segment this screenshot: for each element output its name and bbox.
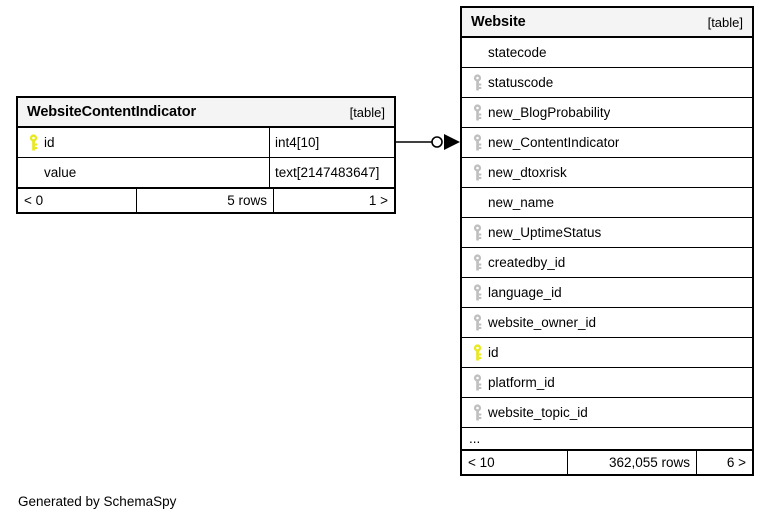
row-count: 5 rows xyxy=(136,189,273,212)
outgoing-relations-count[interactable]: 1 > xyxy=(273,189,394,212)
table-row[interactable]: new_dtoxrisk xyxy=(462,157,752,187)
incoming-relations-count[interactable]: < 10 xyxy=(468,455,495,470)
table-footer: < 10 362,055 rows 6 > xyxy=(462,449,752,474)
foreign-key-icon xyxy=(469,98,488,127)
column-name: statuscode xyxy=(488,75,554,90)
column-cell: language_id xyxy=(462,278,752,307)
table-row[interactable]: language_id xyxy=(462,277,752,307)
foreign-key-icon xyxy=(469,308,488,337)
column-cell: statuscode xyxy=(462,68,752,97)
column-cell: website_topic_id xyxy=(462,398,752,427)
column-name: website_owner_id xyxy=(488,315,597,330)
column-name: statecode xyxy=(488,45,547,60)
cardinality-zero-circle xyxy=(431,136,443,148)
table-title: WebsiteContentIndicator xyxy=(27,104,197,120)
primary-key-icon xyxy=(469,338,488,367)
column-name: platform_id xyxy=(488,375,555,390)
column-cell: new_BlogProbability xyxy=(462,98,752,127)
column-cell: platform_id xyxy=(462,368,752,397)
column-cell: website_owner_id xyxy=(462,308,752,337)
column-cell: id xyxy=(18,128,269,157)
foreign-key-icon xyxy=(469,68,488,97)
column-name: new_dtoxrisk xyxy=(488,165,567,180)
table-title: Website xyxy=(471,14,526,30)
column-name: new_BlogProbability xyxy=(488,105,611,120)
column-cell: new_ContentIndicator xyxy=(462,128,752,157)
foreign-key-icon xyxy=(469,158,488,187)
table-type-tag: [table] xyxy=(707,14,743,30)
no-key-icon xyxy=(25,158,44,187)
table-row[interactable]: id xyxy=(462,337,752,367)
column-name: language_id xyxy=(488,285,562,300)
column-cell: new_dtoxrisk xyxy=(462,158,752,187)
column-name: createdby_id xyxy=(488,255,566,270)
table-row[interactable]: website_topic_id xyxy=(462,397,752,427)
table-row[interactable]: statuscode xyxy=(462,67,752,97)
entity-table-website[interactable]: Website [table] statecode statuscode xyxy=(460,6,754,476)
generated-by-caption: Generated by SchemaSpy xyxy=(18,494,177,509)
relationship-connector-websitecontentindicator-to-website[interactable] xyxy=(394,126,464,160)
incoming-relations-count[interactable]: < 0 xyxy=(24,193,44,208)
table-row[interactable]: new_BlogProbability xyxy=(462,97,752,127)
no-key-icon xyxy=(469,188,488,217)
column-name: id xyxy=(488,345,499,360)
table-row[interactable]: id int4[10] xyxy=(18,128,394,157)
column-name: new_ContentIndicator xyxy=(488,135,620,150)
column-name: new_name xyxy=(488,195,555,210)
table-header: Website [table] xyxy=(462,8,752,38)
column-name: value xyxy=(44,165,77,180)
table-row[interactable]: value text[2147483647] xyxy=(18,157,394,187)
table-row[interactable]: statecode xyxy=(462,38,752,67)
foreign-key-icon xyxy=(469,398,488,427)
column-type: int4[10] xyxy=(269,128,394,157)
more-columns-indicator: ... xyxy=(462,427,752,449)
table-row[interactable]: new_UptimeStatus xyxy=(462,217,752,247)
foreign-key-icon xyxy=(469,218,488,247)
table-row[interactable]: createdby_id xyxy=(462,247,752,277)
primary-key-icon xyxy=(25,128,44,157)
column-type: text[2147483647] xyxy=(269,158,394,187)
table-row[interactable]: new_name xyxy=(462,187,752,217)
foreign-key-icon xyxy=(469,278,488,307)
column-name: id xyxy=(44,135,55,150)
cardinality-many-crowsfoot xyxy=(444,134,460,150)
row-count: 362,055 rows xyxy=(567,451,696,474)
column-cell: id xyxy=(462,338,752,367)
column-cell: new_name xyxy=(462,188,752,217)
column-cell: new_UptimeStatus xyxy=(462,218,752,247)
column-cell: createdby_id xyxy=(462,248,752,277)
foreign-key-icon xyxy=(469,368,488,397)
column-name: website_topic_id xyxy=(488,405,588,420)
column-cell: value xyxy=(18,158,269,187)
outgoing-relations-count[interactable]: 6 > xyxy=(696,451,752,474)
table-row[interactable]: platform_id xyxy=(462,367,752,397)
foreign-key-icon xyxy=(469,248,488,277)
table-row[interactable]: website_owner_id xyxy=(462,307,752,337)
column-cell: statecode xyxy=(462,38,752,67)
foreign-key-icon xyxy=(469,128,488,157)
no-key-icon xyxy=(469,38,488,67)
table-type-tag: [table] xyxy=(349,104,385,120)
table-row[interactable]: new_ContentIndicator xyxy=(462,127,752,157)
table-footer: < 0 5 rows 1 > xyxy=(18,187,394,212)
entity-table-websitecontentindicator[interactable]: WebsiteContentIndicator [table] id int4[… xyxy=(16,96,396,214)
column-name: new_UptimeStatus xyxy=(488,225,602,240)
table-header: WebsiteContentIndicator [table] xyxy=(18,98,394,128)
